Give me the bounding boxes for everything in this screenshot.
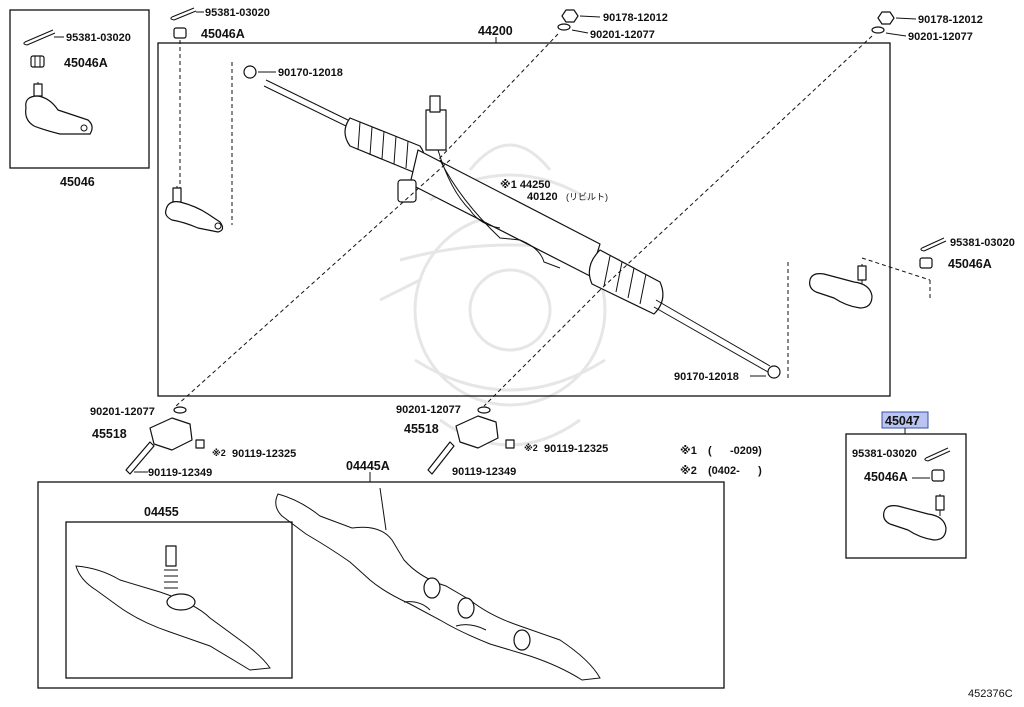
label-90178-a[interactable]: 90178-12012 [603,12,668,24]
long-bolt-icon [427,441,455,475]
label-90119-12349-b[interactable]: 90119-12349 [452,466,516,478]
castle-nut-icon [931,469,945,482]
bracket-icon [149,417,193,451]
group-box-04445a [37,481,725,689]
cotter-pin-icon [23,29,56,46]
label-90201-c[interactable]: 90201-12077 [90,406,155,418]
bolt-icon [505,439,515,449]
note-1-mark: ※1 [680,445,697,457]
group-label-45046: 45046 [60,175,95,189]
label-40120[interactable]: 40120 [527,191,558,203]
group-label-45047[interactable]: 45047 [885,414,920,428]
tie-rod-end-left-icon [165,186,224,233]
group-box-45047 [845,433,967,559]
label-90119-12349-a[interactable]: 90119-12349 [148,467,212,479]
label-rebuilt: (リビルト) [566,192,608,202]
gasket-kit-icon [275,487,601,681]
washer-icon [557,23,571,31]
label-45046a-d[interactable]: 45046A [864,470,908,484]
label-44250[interactable]: ※1 44250 [500,179,550,191]
cotter-pin-icon [170,7,197,21]
group-box-45046 [9,9,150,169]
cotter-pin-icon [924,447,951,462]
bracket-icon [455,415,499,449]
washer-icon [871,26,885,34]
lock-nut-icon [243,65,257,79]
label-90119-12325-b[interactable]: 90119-12325 [544,443,608,455]
group-label-04455: 04455 [144,505,179,519]
note-2-range: (0402- ) [708,465,762,477]
label-95381-a[interactable]: 95381-03020 [66,32,131,44]
tie-rod-end-icon [883,494,947,541]
label-45518-b[interactable]: 45518 [404,422,439,436]
label-45046a-c[interactable]: 45046A [948,257,992,271]
cotter-pin-icon [920,237,947,252]
label-90178-b[interactable]: 90178-12012 [918,14,983,26]
label-90119-12325-a[interactable]: 90119-12325 [232,448,296,460]
washer-icon [173,406,187,414]
castle-nut-icon [30,55,45,68]
label-mark2-a: ※2 [212,448,226,458]
bolt-icon [195,439,205,449]
label-95381-d[interactable]: 95381-03020 [852,448,917,460]
group-label-44200: 44200 [478,24,513,38]
group-box-04455 [65,521,293,679]
label-90201-a[interactable]: 90201-12077 [590,29,655,41]
label-45046a-b[interactable]: 45046A [201,27,245,41]
nut-icon [877,11,895,25]
label-90201-d[interactable]: 90201-12077 [396,404,461,416]
nut-icon [561,9,579,23]
seal-kit-icon [75,545,271,671]
label-90201-b[interactable]: 90201-12077 [908,31,973,43]
label-45046a-a[interactable]: 45046A [64,56,108,70]
label-95381-c[interactable]: 95381-03020 [950,237,1015,249]
long-bolt-icon [125,441,155,475]
label-95381-b[interactable]: 95381-03020 [205,7,270,19]
castle-nut-icon [173,27,187,39]
diagram-id: 452376C [968,688,1013,700]
label-90170-a[interactable]: 90170-12018 [278,67,343,79]
washer-icon [477,406,491,414]
label-45518-a[interactable]: 45518 [92,427,127,441]
group-label-04445a: 04445A [346,459,390,473]
castle-nut-icon [919,257,933,269]
label-90170-b[interactable]: 90170-12018 [674,371,739,383]
note-1-range: ( -0209) [708,445,762,457]
tie-rod-end-icon [25,82,93,135]
group-box-44200 [157,42,891,397]
note-2-mark: ※2 [680,465,697,477]
steering-rack-icon [263,79,781,379]
label-mark2-b: ※2 [524,443,538,453]
tie-rod-end-right-icon [809,264,873,309]
